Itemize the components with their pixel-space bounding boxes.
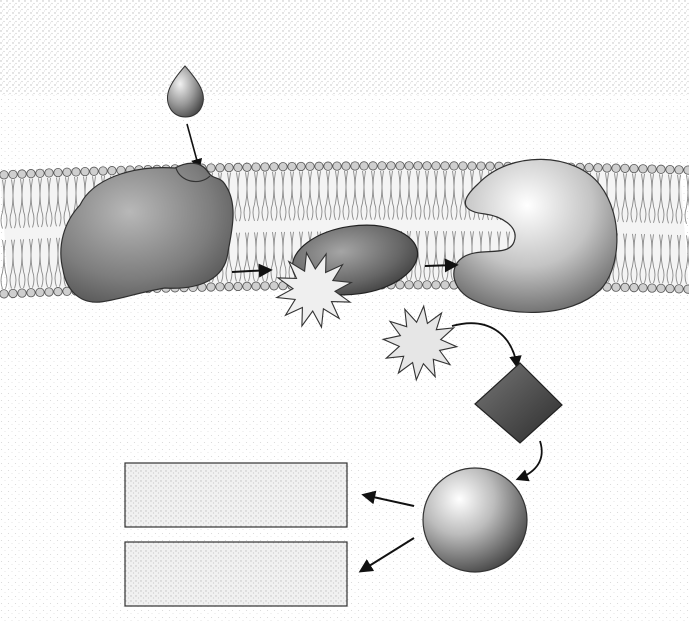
lipid-head — [405, 281, 413, 289]
lipid-head — [99, 167, 107, 175]
lipid-head — [18, 289, 26, 297]
lipid-head — [0, 171, 8, 179]
lipid-head — [252, 163, 260, 171]
lipid-head — [612, 283, 620, 291]
lipid-head — [243, 163, 251, 171]
lipid-head — [243, 282, 251, 290]
lipid-head — [225, 282, 233, 290]
lipid-head — [63, 168, 71, 176]
lipid-head — [441, 162, 449, 170]
lipid-head — [54, 168, 62, 176]
lipid-head — [396, 162, 404, 170]
lipid-head — [252, 282, 260, 290]
lipid-head — [27, 169, 35, 177]
lipid-head — [279, 162, 287, 170]
lipid-head — [270, 282, 278, 290]
lipid-head — [648, 165, 656, 173]
lipid-head — [0, 290, 8, 298]
lipid-head — [54, 287, 62, 295]
lipid-head — [594, 164, 602, 172]
lipid-head — [378, 162, 386, 170]
lipid-head — [639, 165, 647, 173]
lipid-head — [621, 164, 629, 172]
lipid-head — [270, 163, 278, 171]
lipid-head — [414, 162, 422, 170]
lipid-head — [477, 162, 485, 170]
lipid-head — [351, 162, 359, 170]
lipid-head — [684, 285, 689, 293]
gprotein-to-enzyme-arrow — [425, 265, 456, 266]
lipid-head — [603, 164, 611, 172]
lipid-head — [675, 285, 683, 293]
lipid-head — [630, 283, 638, 291]
lipid-head — [423, 162, 431, 170]
lipid-head — [27, 288, 35, 296]
lipid-head — [432, 162, 440, 170]
lipid-head — [684, 166, 689, 174]
lipid-head — [36, 288, 44, 296]
lipid-head — [216, 164, 224, 172]
lipid-head — [90, 167, 98, 175]
lipid-head — [234, 163, 242, 171]
lipid-head — [81, 167, 89, 175]
lipid-head — [234, 282, 242, 290]
lipid-head — [9, 170, 17, 178]
lipid-head — [657, 284, 665, 292]
lipid-head — [36, 169, 44, 177]
lipid-head — [414, 281, 422, 289]
lipid-head — [333, 162, 341, 170]
lipid-head — [225, 163, 233, 171]
lipid-head — [108, 166, 116, 174]
lipid-head — [369, 162, 377, 170]
lipid-head — [216, 283, 224, 291]
lipid-head — [45, 169, 53, 177]
lipid-head — [468, 162, 476, 170]
lipid-head — [306, 162, 314, 170]
lipid-head — [585, 163, 593, 171]
lipid-head — [639, 284, 647, 292]
response-sphere — [423, 468, 527, 572]
lipid-head — [666, 284, 674, 292]
lipid-head — [423, 281, 431, 289]
lipid-head — [657, 165, 665, 173]
answer-box-2-label — [125, 542, 347, 606]
lipid-head — [648, 284, 656, 292]
lipid-head — [9, 289, 17, 297]
lipid-head — [675, 166, 683, 174]
lipid-head — [324, 162, 332, 170]
lipid-head — [441, 281, 449, 289]
lipid-head — [45, 288, 53, 296]
lipid-head — [486, 162, 494, 170]
lipid-head — [18, 170, 26, 178]
lipid-head — [612, 164, 620, 172]
lipid-head — [261, 163, 269, 171]
lipid-head — [207, 283, 215, 291]
lipid-head — [459, 162, 467, 170]
lipid-head — [630, 164, 638, 172]
lipid-head — [288, 162, 296, 170]
lipid-head — [207, 164, 215, 172]
lipid-head — [405, 162, 413, 170]
lipid-head — [342, 162, 350, 170]
lipid-head — [450, 162, 458, 170]
lipid-head — [315, 162, 323, 170]
lipid-head — [261, 282, 269, 290]
lipid-head — [72, 168, 80, 176]
lipid-head — [360, 162, 368, 170]
lipid-head — [387, 162, 395, 170]
lipid-head — [297, 162, 305, 170]
lipid-head — [666, 165, 674, 173]
lipid-head — [432, 281, 440, 289]
extracellular-space — [0, 0, 689, 95]
answer-box-1-label — [125, 463, 347, 527]
lipid-head — [621, 283, 629, 291]
